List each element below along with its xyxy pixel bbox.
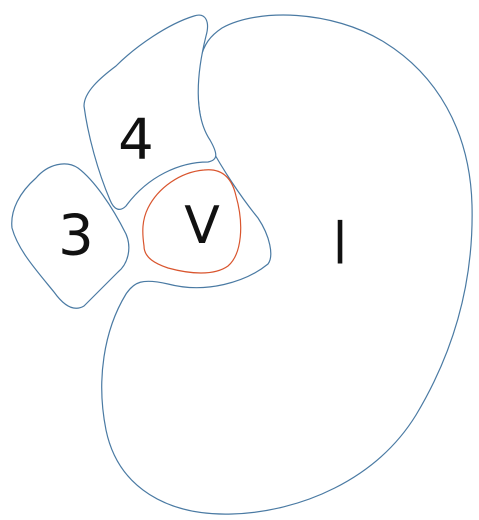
region-1-label: I [333, 208, 347, 278]
region-4-label: 4 [118, 108, 154, 173]
region-v-label: V [184, 196, 220, 256]
region-3-label: 3 [58, 204, 94, 269]
